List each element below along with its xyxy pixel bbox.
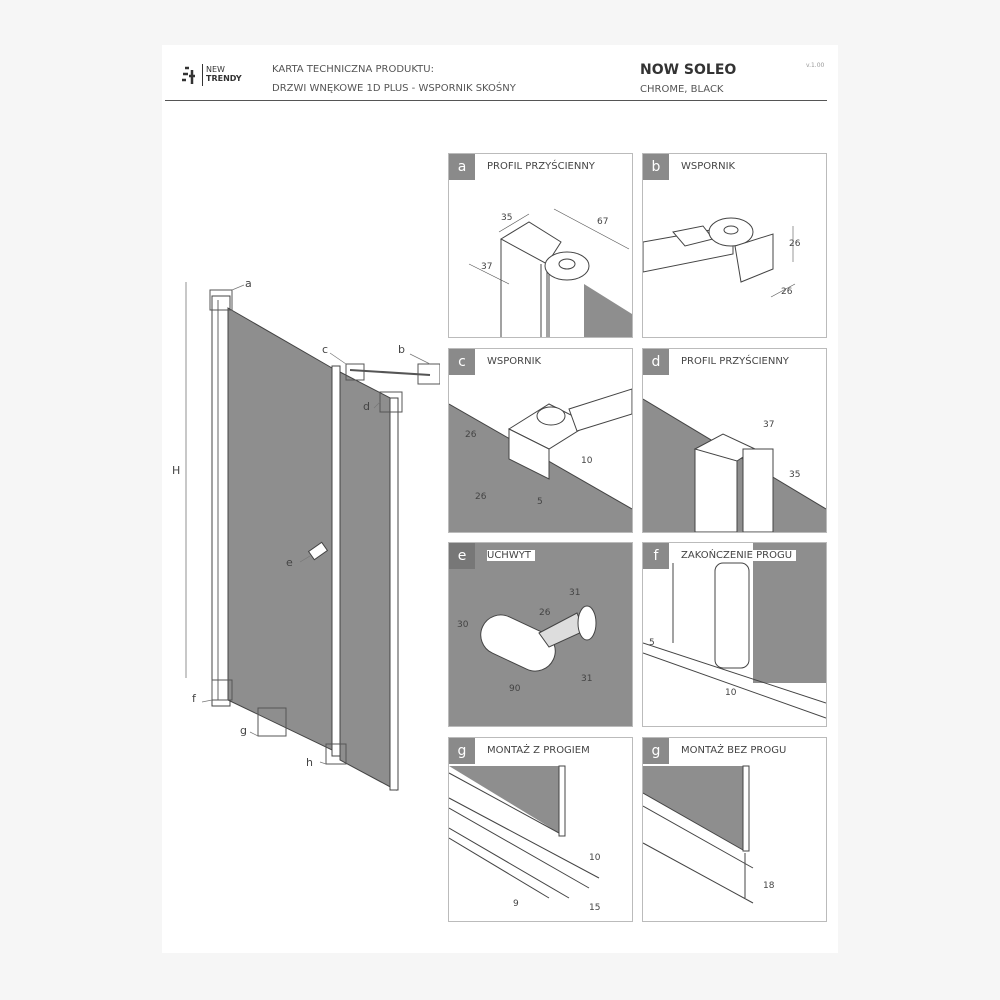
product-finish: CHROME, BLACK (640, 84, 724, 95)
dim-label: 26 (539, 608, 551, 618)
doc-type: KARTA TECHNICZNA PRODUKTU: (272, 64, 434, 75)
dim-label: 90 (509, 684, 521, 694)
dim-label: 31 (581, 674, 592, 684)
callout-f: f (192, 692, 197, 705)
callout-a: a (245, 277, 252, 290)
door-overview-drawing: H a c b d e f g h (172, 277, 440, 791)
detail-panel-e: e UCHWYT 30 26 31 90 31 (448, 542, 633, 727)
dim-label: 37 (481, 262, 492, 272)
header-divider (165, 100, 827, 101)
panel-tag: b (643, 154, 669, 180)
dim-label: 9 (513, 899, 519, 909)
dim-label: 35 (789, 470, 800, 480)
dim-label: 31 (569, 588, 580, 598)
panel-title: PROFIL PRZYŚCIENNY (681, 356, 793, 367)
dim-label: 10 (725, 688, 737, 698)
panel-tag: e (449, 543, 475, 569)
dim-label: 30 (457, 620, 469, 630)
panel-tag: f (643, 543, 669, 569)
panel-tag: g (643, 738, 669, 764)
panel-tag: c (449, 349, 475, 375)
product-name: NOW SOLEO (640, 62, 737, 78)
dim-label: 26 (781, 287, 793, 297)
detail-panel-d: d PROFIL PRZYŚCIENNY 37 35 (642, 348, 827, 533)
dim-label: 37 (763, 420, 774, 430)
callout-h: h (306, 756, 313, 769)
panel-title: ZAKOŃCZENIE PROGU (681, 550, 797, 561)
brand-line1: NEW (206, 65, 225, 74)
dim-label: 18 (763, 881, 775, 891)
panel-title: WSPORNIK (681, 161, 740, 172)
dim-label: 67 (597, 217, 608, 227)
version: v.1.00 (806, 62, 825, 69)
detail-panel-g-with-threshold: g MONTAŻ Z PROGIEM 10 9 15 (448, 737, 633, 922)
dim-label: 5 (537, 497, 543, 507)
dim-label: 5 (649, 638, 655, 648)
callout-c: c (322, 343, 328, 356)
panel-title: PROFIL PRZYŚCIENNY (487, 161, 599, 172)
dim-label: 10 (589, 853, 601, 863)
panel-title: WSPORNIK (487, 356, 546, 367)
panel-title: MONTAŻ Z PROGIEM (487, 745, 594, 756)
panel-tag: a (449, 154, 475, 180)
brand-line2: TRENDY (206, 74, 242, 83)
dim-label: 26 (475, 492, 487, 502)
callout-d: d (363, 400, 370, 413)
panel-title: UCHWYT (487, 550, 535, 561)
logo-mark-icon (182, 66, 195, 84)
brand-logo: NEW TRENDY (180, 64, 255, 88)
detail-panel-c: c WSPORNIK 26 10 26 5 (448, 348, 633, 533)
dim-label: 15 (589, 903, 600, 913)
panel-title: MONTAŻ BEZ PROGU (681, 745, 791, 756)
panel-tag: g (449, 738, 475, 764)
detail-panel-b: b WSPORNIK 26 26 (642, 153, 827, 338)
detail-panel-f: f ZAKOŃCZENIE PROGU 5 10 (642, 542, 827, 727)
detail-panel-a: a PROFIL PRZYŚCIENNY 35 67 37 (448, 153, 633, 338)
detail-panel-g-without-threshold: g MONTAŻ BEZ PROGU 18 (642, 737, 827, 922)
dim-label: 35 (501, 213, 512, 223)
panel-tag: d (643, 349, 669, 375)
dim-label: 26 (465, 430, 477, 440)
product-description: DRZWI WNĘKOWE 1D PLUS - WSPORNIK SKOŚNY (272, 83, 516, 94)
dim-label: 26 (789, 239, 801, 249)
callout-b: b (398, 343, 405, 356)
callout-g: g (240, 724, 247, 737)
height-label: H (172, 464, 180, 477)
dim-label: 10 (581, 456, 593, 466)
callout-e: e (286, 556, 293, 569)
